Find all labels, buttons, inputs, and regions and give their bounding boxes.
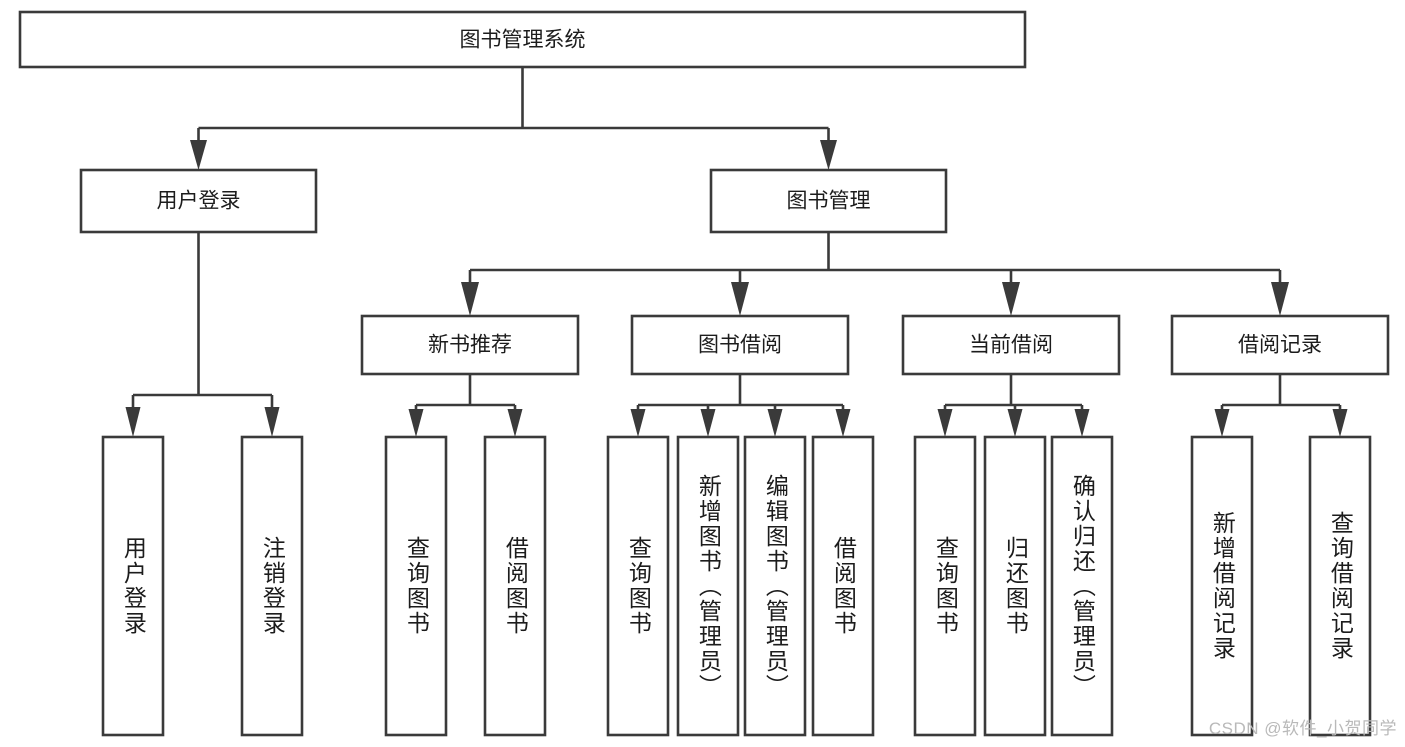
arrowhead-leaf-8 xyxy=(835,409,851,437)
arrowhead-leaf-1 xyxy=(125,407,141,437)
node-book-borrow[interactable] xyxy=(630,314,850,376)
node-leaf-13[interactable] xyxy=(1308,435,1372,737)
node-leaf-8[interactable] xyxy=(811,435,875,737)
node-leaf-10[interactable] xyxy=(983,435,1047,737)
node-root[interactable] xyxy=(18,10,1027,69)
arrowhead-new-book xyxy=(461,282,479,316)
arrowhead-leaf-13 xyxy=(1332,409,1348,437)
node-book-manage[interactable] xyxy=(709,168,948,234)
node-leaf-1[interactable] xyxy=(101,435,165,737)
arrowhead-leaf-2 xyxy=(264,407,280,437)
arrowhead-borrow-book xyxy=(731,282,749,316)
node-book-manage-label: 图书管理 xyxy=(787,190,871,213)
arrowhead-leaf-7 xyxy=(767,409,783,437)
node-leaf-3[interactable] xyxy=(384,435,448,737)
arrowhead-leaf-12 xyxy=(1214,409,1230,437)
node-root-label: 图书管理系统 xyxy=(460,29,586,52)
arrowhead-leaf-10 xyxy=(1007,409,1023,437)
node-leaf-2[interactable] xyxy=(240,435,304,737)
arrowhead-leaf-4 xyxy=(507,409,523,437)
arrowhead-leaf-9 xyxy=(937,409,953,437)
arrowhead-leaf-11 xyxy=(1074,409,1090,437)
arrowhead-user-login xyxy=(190,140,207,170)
csdn-watermark: CSDN @软件_小贺同学 xyxy=(1208,719,1397,738)
node-current-borrow-label: 当前借阅 xyxy=(969,334,1053,357)
connector-layer xyxy=(125,67,1348,437)
arrowhead-leaf-5 xyxy=(630,409,646,437)
node-leaf-7[interactable] xyxy=(743,435,807,737)
arrowhead-book-manage xyxy=(820,140,837,170)
arrowhead-borrow-record xyxy=(1271,282,1289,316)
node-leaf-9[interactable] xyxy=(913,435,977,737)
node-borrow-record[interactable] xyxy=(1170,314,1390,376)
arrowhead-leaf-6 xyxy=(700,409,716,437)
node-borrow-record-label: 借阅记录 xyxy=(1238,334,1322,357)
node-user-login[interactable] xyxy=(79,168,318,234)
node-current-borrow[interactable] xyxy=(901,314,1121,376)
node-leaf-4[interactable] xyxy=(483,435,547,737)
node-leaf-11[interactable] xyxy=(1050,435,1114,737)
arrowhead-current-borrow xyxy=(1002,282,1020,316)
node-leaf-12[interactable] xyxy=(1190,435,1254,737)
node-layer: 图书管理系统 用户登录 图书管理 新书推荐 图书借阅 当前借阅 借阅记录 xyxy=(18,10,1390,737)
arrowhead-leaf-3 xyxy=(408,409,424,437)
node-new-book-recommend-label: 新书推荐 xyxy=(428,334,512,357)
node-user-login-label: 用户登录 xyxy=(157,190,241,213)
node-book-borrow-label: 图书借阅 xyxy=(698,334,782,357)
node-new-book-recommend[interactable] xyxy=(360,314,580,376)
node-leaf-5[interactable] xyxy=(606,435,670,737)
node-leaf-6[interactable] xyxy=(676,435,740,737)
